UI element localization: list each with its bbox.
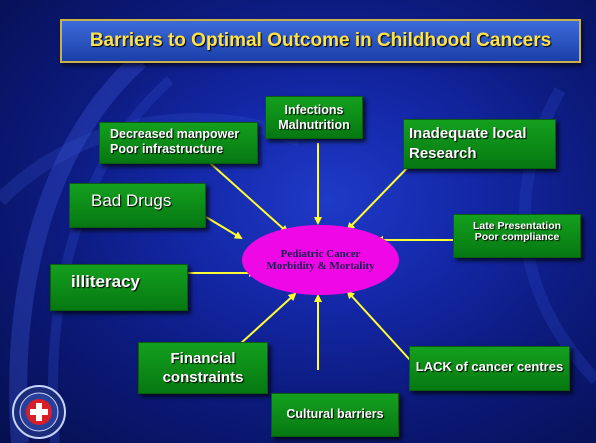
cultural-label: Cultural barriers <box>286 407 384 421</box>
drugs-label: Bad Drugs <box>91 191 172 210</box>
lack-label: LACK of cancer centres <box>415 359 564 374</box>
illiteracy-label: illiteracy <box>71 272 140 291</box>
research-line-1: Inadequate local <box>409 125 527 142</box>
box-lack: LACK of cancer centres <box>409 346 570 391</box>
infections-line-1: Infections <box>284 103 344 117</box>
infections-line-2: Malnutrition <box>278 118 350 132</box>
research-line-2: Research <box>409 145 477 162</box>
center-line-2: Morbidity & Mortality <box>266 260 375 272</box>
financial-line-1: Financial <box>170 350 236 367</box>
late-line-2: Poor compliance <box>474 231 560 243</box>
box-late: Late Presentation Poor compliance <box>453 214 581 258</box>
financial-line-2: constraints <box>162 369 244 386</box>
hospital-emblem-icon <box>12 385 66 439</box>
box-manpower: Decreased manpower Poor infrastructure <box>99 122 258 164</box>
title-banner: Barriers to Optimal Outcome in Childhood… <box>60 19 581 63</box>
arrow-drugs <box>205 216 243 240</box>
arrow-manpower <box>209 162 289 234</box>
late-line-1: Late Presentation <box>472 220 562 232</box>
arrow-financial <box>238 292 297 346</box>
box-financial: Financial constraints <box>138 342 268 394</box>
box-infections: Infections Malnutrition <box>265 96 363 139</box>
box-drugs: Bad Drugs <box>69 183 206 228</box>
center-line-1: Pediatric Cancer <box>280 248 361 260</box>
box-cultural: Cultural barriers <box>271 393 399 437</box>
slide-title: Barriers to Optimal Outcome in Childhood… <box>89 30 552 51</box>
manpower-line-1: Decreased manpower <box>110 127 240 141</box>
arrow-lack <box>346 290 411 361</box>
arrow-research <box>346 164 411 231</box>
center-ellipse: Pediatric Cancer Morbidity & Mortality <box>242 225 399 295</box>
box-research: Inadequate local Research <box>403 119 556 169</box>
box-illiteracy: illiteracy <box>50 264 188 311</box>
manpower-line-2: Poor infrastructure <box>110 142 224 156</box>
